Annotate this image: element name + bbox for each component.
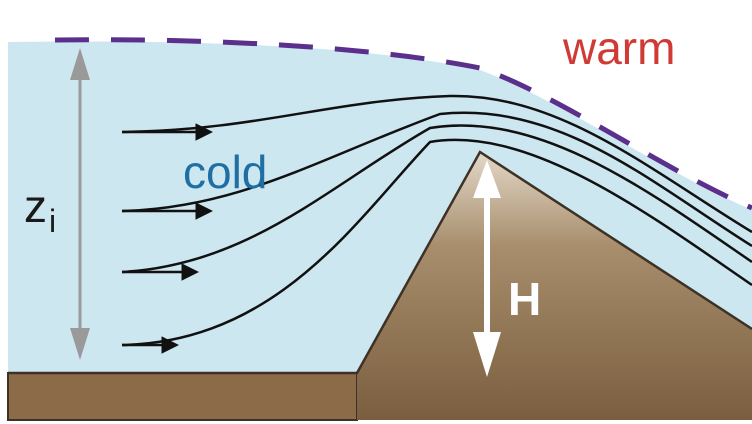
cold-air-region bbox=[8, 41, 752, 373]
mountain bbox=[357, 152, 752, 420]
streamline-3 bbox=[121, 124, 752, 274]
inversion-height-label: zi bbox=[24, 180, 56, 239]
streamline-2 bbox=[121, 111, 752, 248]
mountain-height-arrow bbox=[473, 160, 501, 377]
flat-ground bbox=[7, 372, 358, 421]
warm-label: warm bbox=[562, 22, 675, 74]
mountain-outline bbox=[8, 150, 752, 375]
streamline-1 bbox=[121, 94, 752, 234]
streamline-4 bbox=[121, 138, 752, 347]
cold-label: cold bbox=[183, 146, 267, 198]
flow-arrows bbox=[122, 123, 213, 354]
streamlines bbox=[121, 94, 752, 347]
inversion-boundary-line bbox=[54, 37, 752, 211]
inversion-height-arrow bbox=[70, 48, 90, 360]
inversion-height-subscript: i bbox=[49, 203, 56, 239]
mountain-height-label: H bbox=[508, 273, 541, 325]
